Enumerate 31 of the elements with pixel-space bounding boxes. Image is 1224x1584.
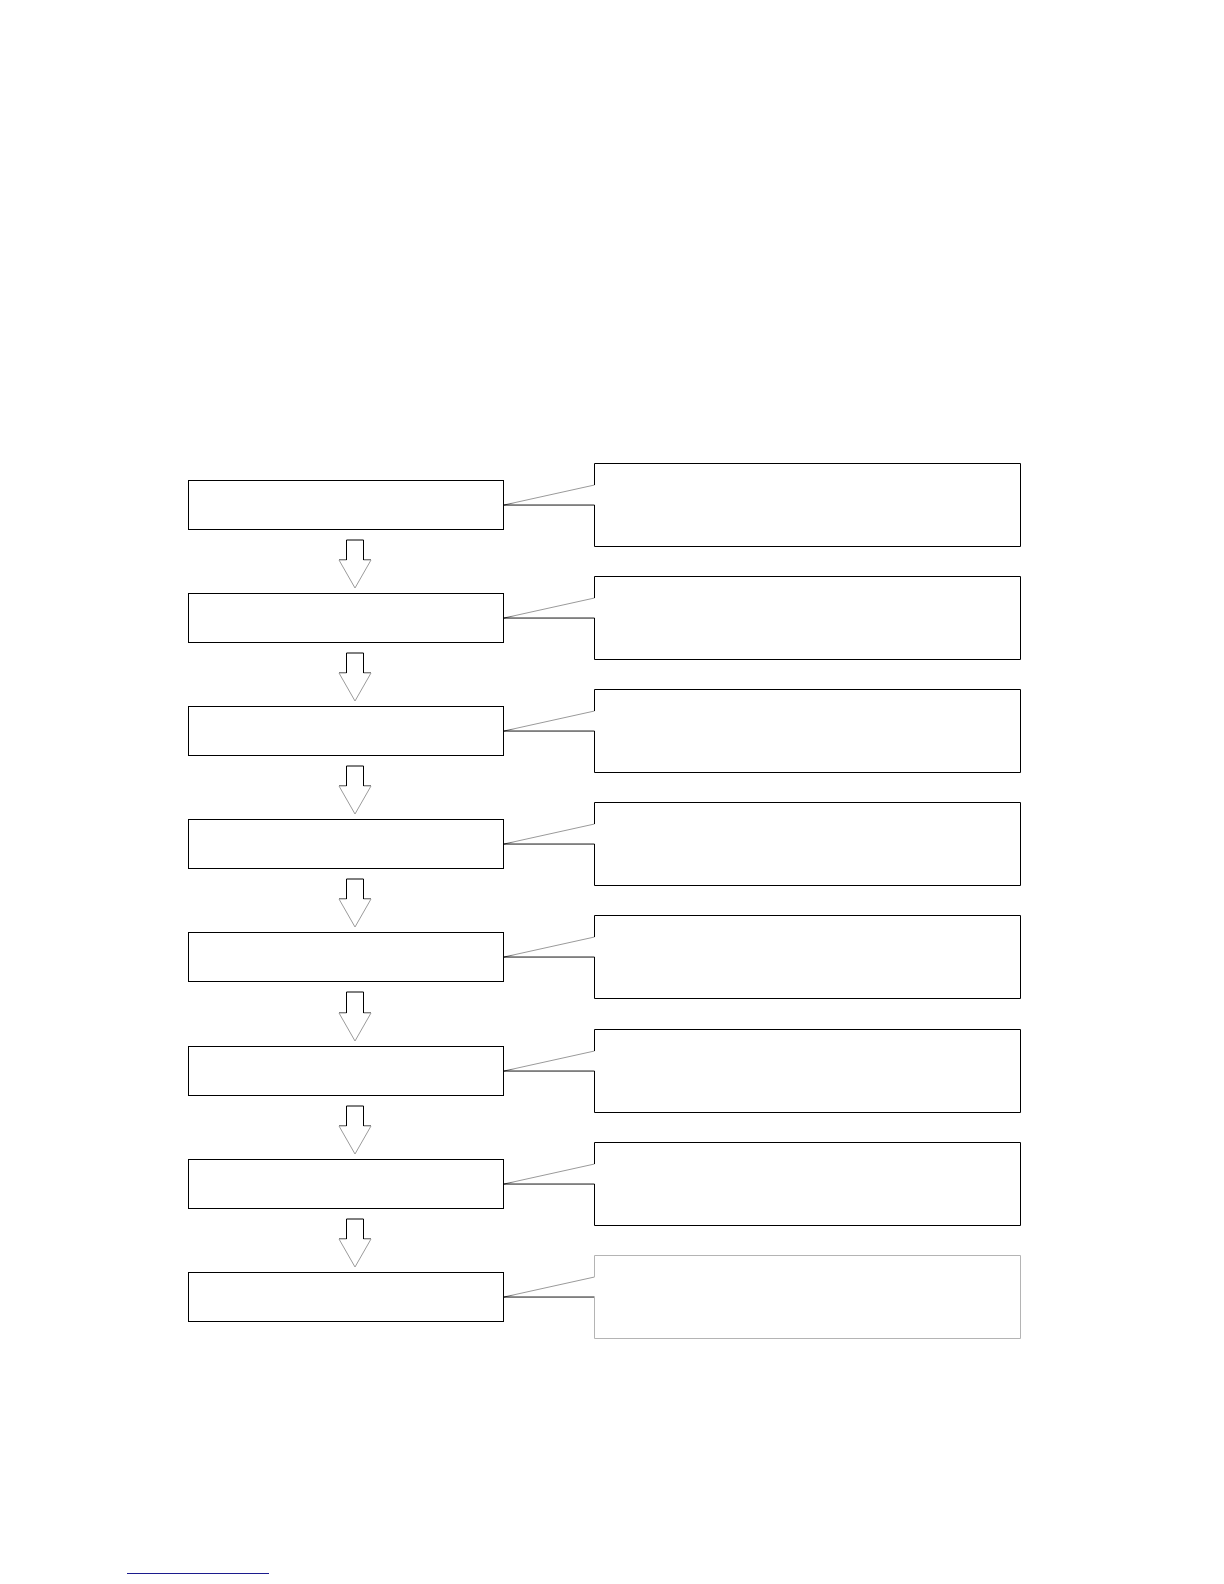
callout-box bbox=[594, 1029, 1021, 1113]
block-arrow bbox=[338, 1105, 372, 1155]
callout-box bbox=[594, 1142, 1021, 1226]
callout-box bbox=[594, 802, 1021, 886]
callout-pointer bbox=[503, 936, 595, 958]
callout-box bbox=[594, 463, 1021, 547]
callout-box bbox=[594, 1255, 1021, 1339]
callout-box bbox=[594, 689, 1021, 773]
process-box bbox=[188, 480, 504, 530]
process-box bbox=[188, 1159, 504, 1209]
callout-pointer bbox=[503, 1050, 595, 1072]
callout-pointer bbox=[503, 710, 595, 732]
callout-pointer bbox=[503, 597, 595, 619]
block-arrow bbox=[338, 991, 372, 1042]
callout-box bbox=[594, 576, 1021, 660]
block-arrow bbox=[338, 652, 372, 702]
process-box bbox=[188, 1046, 504, 1096]
process-box bbox=[188, 1272, 504, 1322]
block-arrow bbox=[338, 1218, 372, 1268]
process-box bbox=[188, 706, 504, 756]
process-box bbox=[188, 819, 504, 869]
callout-pointer bbox=[503, 823, 595, 845]
callout-pointer bbox=[503, 1276, 595, 1298]
block-arrow bbox=[338, 539, 372, 589]
process-box bbox=[188, 932, 504, 982]
block-arrow bbox=[338, 765, 372, 815]
callout-box bbox=[594, 915, 1021, 999]
block-arrow bbox=[338, 878, 372, 928]
process-box bbox=[188, 593, 504, 643]
callout-pointer bbox=[503, 1163, 595, 1185]
callout-pointer bbox=[503, 484, 595, 506]
